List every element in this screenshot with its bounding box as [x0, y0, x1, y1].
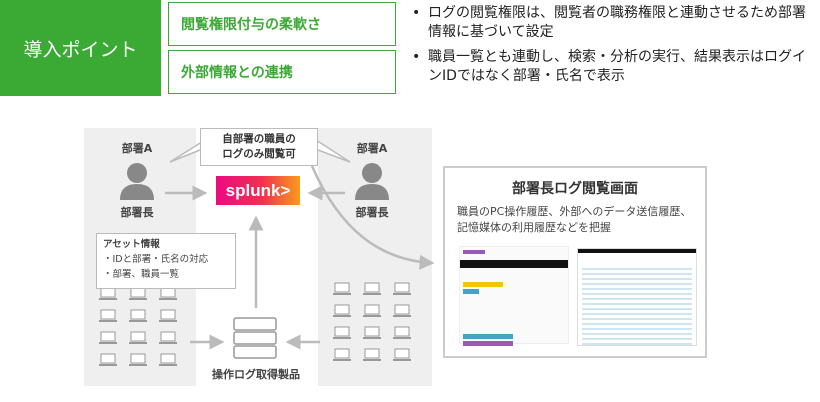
laptop-icon [158, 331, 178, 346]
bullet-item: ログの閲覧権限は、閲覧者の職務権限と連動させるため部署情報に基づいて設定 [410, 4, 815, 42]
asset-info-box: アセット情報 ・IDと部署・氏名の対応 ・部署、職員一覧 [96, 233, 236, 289]
laptop-icon [392, 304, 412, 319]
bullet-item: 職員一覧とも連動し、検索・分析の実行、結果表示はログインIDではなく部署・氏名で… [410, 48, 815, 86]
laptop-icon [128, 287, 148, 302]
server-icon [233, 317, 277, 359]
splunk-logo: splunk> [216, 176, 300, 205]
laptop-icon [332, 348, 352, 363]
screenshot-title: 部署長ログ閲覧画面 [512, 181, 638, 197]
bubble-line: ログのみ閲覧可 [222, 148, 296, 160]
dashboard-thumb-left [459, 246, 569, 346]
laptop-icon [392, 326, 412, 341]
dashboard-thumb-right [577, 248, 697, 346]
laptop-icon [128, 353, 148, 368]
server-label: 操作ログ取得製品 [212, 368, 300, 381]
laptop-icon [332, 304, 352, 319]
asset-title: アセット情報 [103, 239, 160, 250]
dept-label-right: 部署A [356, 142, 388, 155]
laptop-icon [158, 309, 178, 324]
laptop-icon [98, 287, 118, 302]
laptop-icon [362, 304, 382, 319]
laptop-icon [362, 282, 382, 297]
role-label-left: 部署長 [120, 206, 154, 219]
asset-item: ・IDと部署・氏名の対応 [103, 254, 209, 265]
intro-point-title: 導入ポイント [0, 0, 161, 96]
feature-permission: 閲覧権限付与の柔軟さ [168, 2, 396, 46]
laptop-icon [392, 282, 412, 297]
laptop-icon [332, 326, 352, 341]
laptop-icon [98, 353, 118, 368]
person-icon-left [120, 163, 154, 200]
laptop-icon [128, 309, 148, 324]
laptop-icon [158, 287, 178, 302]
laptop-icon [362, 326, 382, 341]
person-icon-right [355, 163, 389, 200]
screenshot-desc: 職員のPC操作履歴、外部へのデータ送信履歴、 [457, 205, 692, 218]
laptop-icon [158, 353, 178, 368]
laptop-icon [98, 309, 118, 324]
laptop-icon [332, 282, 352, 297]
asset-item: ・部署、職員一覧 [103, 269, 180, 280]
bullet-list: ログの閲覧権限は、閲覧者の職務権限と連動させるため部署情報に基づいて設定 職員一… [410, 4, 815, 92]
dashboard-screenshot: 部署長ログ閲覧画面 職員のPC操作履歴、外部へのデータ送信履歴、記憶媒体の利用履… [443, 166, 707, 358]
laptop-icon [98, 331, 118, 346]
laptop-icon [128, 331, 148, 346]
role-label-right: 部署長 [355, 206, 389, 219]
permission-bubble: 自部署の職員の ログのみ閲覧可 [200, 128, 318, 166]
dept-label-left: 部署A [121, 142, 153, 155]
laptop-icon [392, 348, 412, 363]
feature-integration: 外部情報との連携 [168, 50, 396, 94]
bubble-line: 自部署の職員の [222, 133, 296, 145]
screenshot-desc: 記憶媒体の利用履歴などを把握 [457, 221, 611, 234]
laptop-icon [362, 348, 382, 363]
